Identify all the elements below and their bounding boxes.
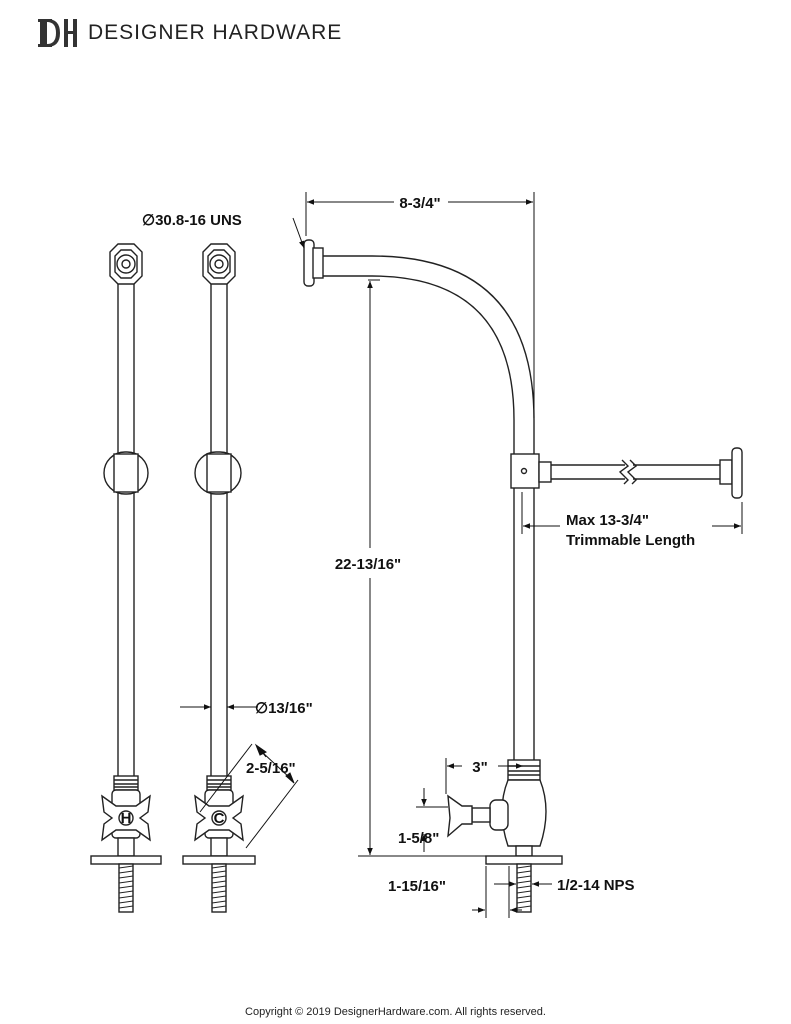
offset-label: 3" bbox=[472, 759, 487, 776]
uns-label: ∅30.8-16 UNS bbox=[142, 212, 242, 229]
trim-line1: Max 13-3/4" bbox=[566, 512, 649, 529]
flange-label: 1-15/16" bbox=[388, 878, 446, 895]
brand-name: DESIGNER HARDWARE bbox=[88, 21, 343, 44]
copyright: Copyright © 2019 DesignerHardware.com. A… bbox=[245, 1006, 546, 1018]
handle-height-label: 1-5/8" bbox=[398, 830, 439, 847]
uns-leader bbox=[292, 217, 305, 249]
cold-letter: C bbox=[214, 810, 225, 827]
nps-label: 1/2-14 NPS bbox=[557, 877, 635, 894]
diameter-label: ∅13/16" bbox=[255, 700, 313, 717]
thread-left bbox=[118, 865, 134, 909]
brand: DESIGNER HARDWARE bbox=[38, 16, 342, 50]
handle-height-dimension bbox=[416, 788, 448, 852]
trim-line2: Trimmable Length bbox=[566, 532, 695, 549]
width-dimension bbox=[305, 192, 535, 418]
flange-dimension bbox=[472, 866, 522, 918]
offset-dimension bbox=[445, 758, 523, 794]
supply-line-cold bbox=[182, 243, 256, 913]
height-label: 22-13/16" bbox=[335, 556, 401, 573]
thread-middle bbox=[211, 865, 227, 909]
hot-letter: H bbox=[121, 810, 132, 827]
supply-line-hot bbox=[90, 243, 162, 913]
handle-dimension bbox=[199, 743, 299, 849]
trim-dimension bbox=[521, 492, 743, 534]
dh-logo-icon bbox=[38, 19, 77, 47]
height-dimension bbox=[358, 279, 486, 857]
width-label: 8-3/4" bbox=[399, 195, 440, 212]
side-profile-assembly bbox=[303, 239, 743, 913]
handle-label: 2-5/16" bbox=[246, 760, 296, 777]
thread-right bbox=[516, 865, 532, 909]
